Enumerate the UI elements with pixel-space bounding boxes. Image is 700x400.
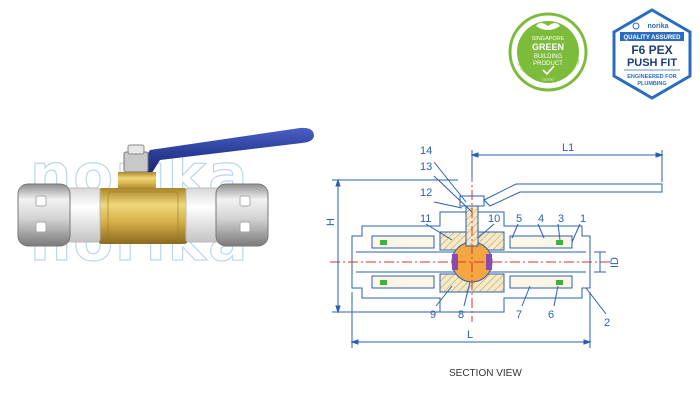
brass-body: [98, 188, 188, 244]
steel-sleeve-left: [17, 183, 71, 247]
part-label-14: 14: [420, 145, 432, 157]
badge-quality-line1: QUALITY ASSURED: [623, 35, 681, 41]
handle-section: [483, 183, 663, 207]
quality-assured-badge: norika QUALITY ASSURED F6 PEX PUSH FIT E…: [612, 8, 692, 100]
dimension-h-label: H: [325, 218, 337, 226]
part-label-8: 8: [458, 309, 464, 321]
brand-logo-icon: [632, 22, 640, 30]
valve-photo: norika norika: [17, 127, 314, 275]
section-drawing: [330, 150, 664, 348]
badge-quality-line4: ENGINEERED FOR: [627, 74, 677, 80]
part-label-4: 4: [538, 213, 544, 225]
green-building-badge: SINGAPORE GREEN BUILDING PRODUCT GOOD Si…: [0, 0, 588, 92]
badge-quality-line5: PLUMBING: [637, 81, 666, 87]
part-label-3: 3: [558, 213, 564, 225]
part-label-2: 2: [604, 317, 610, 329]
badge-quality-line2: F6 PEX: [631, 43, 672, 57]
badge-green-line3: BUILDING: [534, 54, 563, 60]
part-labels-top: 14 13 12 11 10 5 4 3 1: [420, 145, 586, 225]
badge-green-line1: SINGAPORE: [532, 36, 565, 42]
badge-green-rating: GOOD: [542, 77, 554, 82]
part-label-12: 12: [420, 187, 432, 199]
steel-sleeve-right: [215, 183, 269, 247]
part-label-10: 10: [488, 213, 500, 225]
badge-quality-line3: PUSH FIT: [627, 57, 677, 69]
dimension-l1-label: L1: [562, 142, 574, 154]
part-label-13: 13: [420, 161, 432, 173]
checkmark-icon: [542, 65, 555, 76]
part-label-11: 11: [420, 213, 431, 225]
badge-green-line4: PRODUCT: [533, 61, 563, 67]
part-label-9: 9: [430, 309, 436, 321]
stem-cap: [127, 144, 145, 155]
leaf-icon: [536, 23, 560, 30]
dimension-l-label: L: [467, 329, 473, 341]
badge-green-line2: GREEN: [532, 42, 564, 52]
seat-left: [452, 254, 458, 270]
valve-body-outline: [351, 211, 591, 313]
lever-handle: [138, 127, 314, 176]
part-labels-bottom: 9 8 7 6 2: [430, 309, 610, 329]
section-view-caption: SECTION VIEW: [449, 368, 522, 379]
part-label-5: 5: [516, 213, 522, 225]
part-label-1: 1: [580, 213, 586, 225]
o-ring-icon: [380, 240, 387, 245]
brass-stem-housing: [118, 172, 156, 192]
badge-brand: norika: [647, 23, 668, 30]
dimension-id-label: ID: [609, 257, 621, 268]
part-label-7: 7: [516, 309, 522, 321]
part-label-6: 6: [548, 309, 554, 321]
stem-nut: [123, 151, 149, 173]
white-collar-left: [65, 187, 101, 243]
white-collar-right: [185, 187, 221, 243]
badge-green-ring-text: Singapore Green Building Council Certifi…: [0, 0, 582, 84]
